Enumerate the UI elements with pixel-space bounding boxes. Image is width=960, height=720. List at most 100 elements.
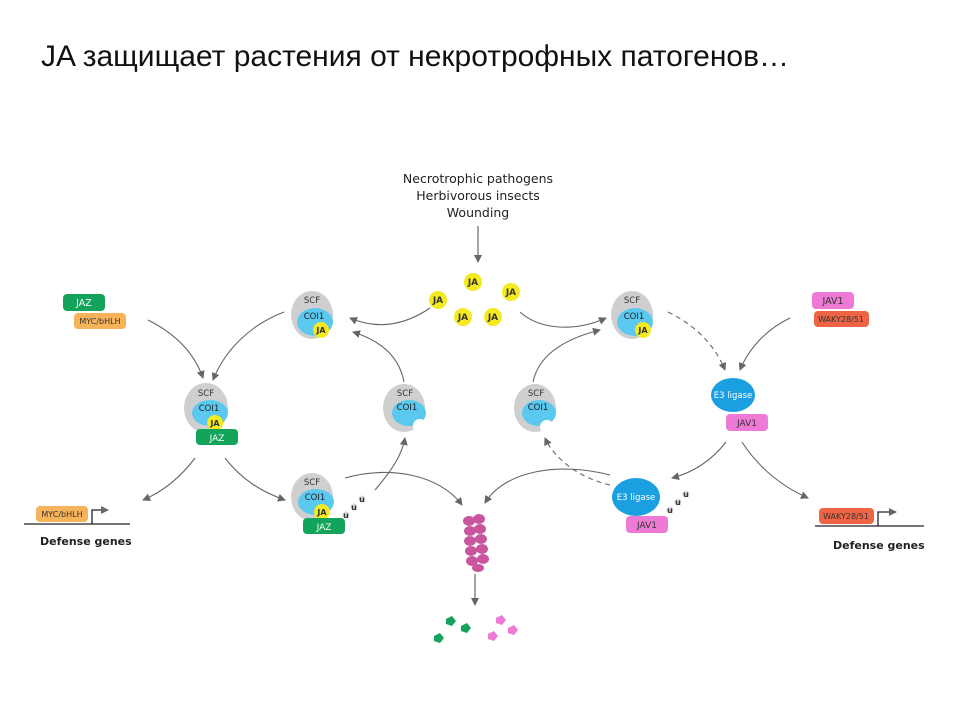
arrow-ub-to-scf-free-left — [374, 437, 408, 491]
ja-molecule — [429, 291, 447, 309]
ja-label: JA — [315, 326, 326, 335]
e3-jav1-complex: E3 ligase JAV1 — [711, 378, 768, 431]
waky-box — [814, 311, 869, 327]
promoter-arrow — [91, 506, 109, 524]
jav1-label: JAV1 — [636, 521, 657, 531]
jaz-box — [63, 294, 105, 311]
waky-box — [819, 508, 874, 524]
arrow-scf-free-right-to-top-right — [532, 327, 601, 383]
promoter-arrow — [877, 508, 897, 526]
stimulus-herbivorous: Herbivorous insects — [416, 188, 540, 203]
jav1-label: JAV1 — [736, 419, 757, 429]
ja-cluster: JA JA JA JA JA — [429, 273, 520, 326]
myc-box — [36, 506, 88, 522]
ubiquitin — [358, 495, 366, 503]
ubiquitin-label: u — [667, 506, 673, 515]
e3-label: E3 ligase — [714, 391, 752, 401]
scf-label: SCF — [528, 389, 544, 399]
coi1-label: COI1 — [397, 403, 418, 413]
jaz-myc-complex: JAZ MYC/bHLH — [63, 294, 126, 329]
ja-label: JA — [637, 326, 648, 335]
proteasome-cylinder — [463, 514, 489, 572]
ja-label: JA — [467, 278, 478, 288]
arrow-jaz-to-scf-left — [147, 319, 205, 379]
slide-title: JA защищает растения от некротрофных пат… — [41, 40, 790, 73]
ja-molecule — [207, 415, 223, 431]
pathway-arrows — [142, 307, 809, 506]
defense-genes-left: MYC/bHLH Defense genes — [24, 506, 132, 548]
coi1-label: COI1 — [528, 403, 549, 413]
ubiquitin-label: u — [359, 495, 365, 504]
coi1-label: COI1 — [199, 404, 220, 414]
coi1-label: COI1 — [624, 312, 645, 322]
jav1-box — [626, 516, 668, 533]
e3-label: E3 ligase — [617, 493, 655, 503]
defense-genes-label: Defense genes — [40, 535, 132, 548]
ubiquitin — [666, 506, 674, 514]
ja-molecule — [502, 283, 520, 301]
e3-ligase-shape — [612, 478, 660, 516]
scf-label: SCF — [304, 478, 320, 488]
degraded-jaz-fragments — [434, 616, 471, 643]
jaz-label: JAZ — [316, 523, 332, 533]
ja-label: JA — [209, 419, 220, 428]
scf-label: SCF — [304, 296, 320, 306]
ja-label: JA — [487, 313, 498, 323]
jaz-label: JAZ — [75, 298, 92, 309]
ja-label: JA — [316, 508, 327, 517]
ja-molecule — [635, 322, 651, 338]
arrow-scf-top-right-to-e3-dashed — [667, 311, 727, 371]
waky-label: WAKY28/51 — [823, 512, 869, 521]
ja-molecule — [313, 322, 329, 338]
arrow-e3ub-to-proteasome — [484, 468, 611, 504]
ja-molecule — [464, 273, 482, 291]
ubiquitin — [342, 511, 350, 519]
ja-label: JA — [457, 313, 468, 323]
arrow-e3-to-e3ub — [671, 441, 727, 481]
ubiquitin-label: u — [351, 503, 357, 512]
ubiquitin — [350, 503, 358, 511]
scf-label: SCF — [198, 389, 214, 399]
stimulus-wounding: Wounding — [447, 205, 509, 220]
arrow-scf-left-to-defense — [142, 457, 196, 501]
ja-molecule — [484, 308, 502, 326]
degraded-jav1-fragments — [488, 615, 518, 641]
ubiquitin — [682, 490, 690, 498]
scf-coi1-free-right: SCF COI1 — [514, 384, 556, 434]
scf-label: SCF — [397, 389, 413, 399]
arrow-scf-free-left-to-top-left — [352, 330, 405, 383]
arrow-scf-left-to-ub — [224, 457, 286, 502]
scf-coi1-ja-top-left: SCF COI1 JA — [291, 291, 333, 339]
myc-label: MYC/bHLH — [79, 317, 120, 326]
arrow-e3-to-defense-right — [741, 441, 809, 499]
myc-box — [74, 313, 126, 329]
arrow-scf-top-left-to-scf-left — [211, 311, 285, 381]
proteasome — [463, 514, 489, 572]
jaz-label: JAZ — [209, 434, 225, 444]
stimulus-necrotrophic: Necrotrophic pathogens — [403, 171, 553, 186]
coi1-label: COI1 — [305, 493, 326, 503]
jav1-waky-complex: JAV1 WAKY28/51 — [812, 292, 869, 327]
waky-label: WAKY28/51 — [818, 315, 864, 324]
ubiquitin-label: u — [343, 511, 349, 520]
coi1-label: COI1 — [304, 312, 325, 322]
ubiquitin-label: u — [683, 490, 689, 499]
scf-coi1-ja-jaz-ubiquitinated: SCF COI1 JA JAZ u u u — [291, 473, 366, 534]
scf-coi1-free-left: SCF COI1 — [383, 384, 427, 433]
arrow-ub-to-proteasome — [344, 471, 463, 506]
coi1-shape — [522, 400, 556, 426]
jav1-label: JAV1 — [821, 296, 843, 307]
ja-label: JA — [432, 296, 443, 306]
jaz-box — [303, 518, 345, 534]
ubiquitin — [674, 498, 682, 506]
e3-jav1-ubiquitinated: E3 ligase JAV1 u u u — [612, 478, 690, 533]
empty-binding-pocket — [413, 419, 427, 433]
jav1-box — [726, 414, 768, 431]
empty-binding-pocket — [540, 420, 554, 434]
arrow-ja-to-scf-top-left — [349, 307, 431, 326]
defense-genes-right: WAKY28/51 Defense genes — [815, 508, 925, 552]
scf-coi1-ja-top-right: SCF COI1 JA — [611, 291, 653, 339]
arrow-jav1-to-e3 — [738, 317, 791, 371]
ja-molecule — [454, 308, 472, 326]
